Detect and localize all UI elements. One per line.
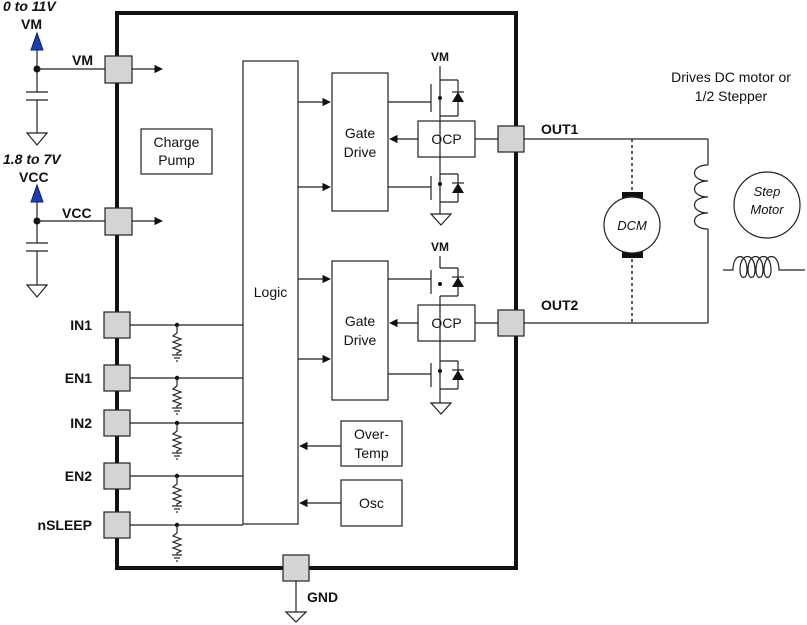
pin-in1 xyxy=(103,311,131,339)
vm-range-label: 0 to 11V xyxy=(3,0,57,14)
gate-drive-2-block xyxy=(331,260,389,401)
vm-rail-2-label: VM xyxy=(431,240,449,254)
chip-outline xyxy=(115,11,518,570)
pin-en2-label: EN2 xyxy=(65,468,92,484)
osc-block xyxy=(340,479,403,527)
vm-ground-icon xyxy=(25,132,49,146)
diode-icon xyxy=(452,370,464,380)
over-temp-label-2: Temp xyxy=(354,445,388,461)
vm-rail-1-label: VM xyxy=(431,50,449,64)
h-bridge-1: VM xyxy=(388,50,464,226)
charge-pump-label-2: Pump xyxy=(158,152,195,168)
pin-vcc-label: VCC xyxy=(62,205,92,221)
vcc-supply: 1.8 to 7V VCC xyxy=(3,151,105,298)
coil-icon xyxy=(693,164,709,230)
diode-icon xyxy=(452,183,464,193)
pin-vm xyxy=(104,55,133,84)
vcc-supply-label: VCC xyxy=(19,169,49,185)
over-temp-label-1: Over- xyxy=(354,426,389,442)
dcm-label: DCM xyxy=(617,218,647,233)
pin-nsleep-label: nSLEEP xyxy=(38,517,92,533)
input-pins: IN1 EN1 IN2 EN2 nSLEEP xyxy=(38,311,243,562)
ocp-1-block xyxy=(417,120,476,158)
load-caption-2: 1/2 Stepper xyxy=(695,88,768,104)
pin-in2 xyxy=(103,409,131,437)
logic-block xyxy=(242,60,299,525)
vcc-supply-arrow-icon xyxy=(30,183,44,203)
pin-out1-label: OUT1 xyxy=(541,121,579,137)
vm-supply-label: VM xyxy=(21,16,42,32)
pin-in1-label: IN1 xyxy=(70,317,92,333)
pin-vcc xyxy=(104,207,133,236)
gate-drive-2-label-2: Drive xyxy=(344,332,377,348)
logic-label: Logic xyxy=(254,284,287,300)
gate-drive-2-label-1: Gate xyxy=(345,313,376,329)
pin-en1-label: EN1 xyxy=(65,370,92,386)
load-caption-1: Drives DC motor or xyxy=(671,69,791,85)
pin-out2-label: OUT2 xyxy=(541,297,579,313)
pin-en2 xyxy=(103,462,131,490)
ocp-2-label: OCP xyxy=(431,315,461,331)
pin-in2-label: IN2 xyxy=(70,415,92,431)
pin-gnd-label: GND xyxy=(307,589,338,605)
vm-supply: 0 to 11V VM xyxy=(3,0,105,146)
gate-drive-1-label-1: Gate xyxy=(345,125,376,141)
horizontal-coil-icon xyxy=(723,255,805,279)
vcc-range-label: 1.8 to 7V xyxy=(3,151,62,167)
vcc-ground-icon xyxy=(25,284,49,298)
pin-en1 xyxy=(103,364,131,392)
ground-icon xyxy=(429,402,453,415)
osc-label: Osc xyxy=(359,495,384,511)
ocp-1-label: OCP xyxy=(431,131,461,147)
pin-out1 xyxy=(497,125,525,153)
stepper-motor: Step Motor xyxy=(693,139,805,323)
step-motor-label-1: Step xyxy=(754,184,781,199)
dc-motor: DCM xyxy=(603,139,661,323)
gate-drive-1-block xyxy=(331,72,389,212)
gnd-ground-icon xyxy=(284,611,308,623)
pin-vm-label: VM xyxy=(72,52,93,68)
pin-nsleep xyxy=(103,511,131,539)
charge-pump-block xyxy=(140,128,213,175)
pin-gnd xyxy=(282,554,310,582)
vm-supply-arrow-icon xyxy=(30,31,44,51)
pin-out2 xyxy=(497,309,525,337)
h-bridge-2: VM xyxy=(388,240,464,415)
step-motor-label-2: Motor xyxy=(750,202,784,217)
gate-drive-1-label-2: Drive xyxy=(344,144,377,160)
diode-icon xyxy=(452,277,464,287)
over-temp-block xyxy=(340,420,403,467)
ground-icon xyxy=(429,213,453,226)
charge-pump-label-1: Charge xyxy=(154,134,200,150)
diode-icon xyxy=(452,92,464,102)
